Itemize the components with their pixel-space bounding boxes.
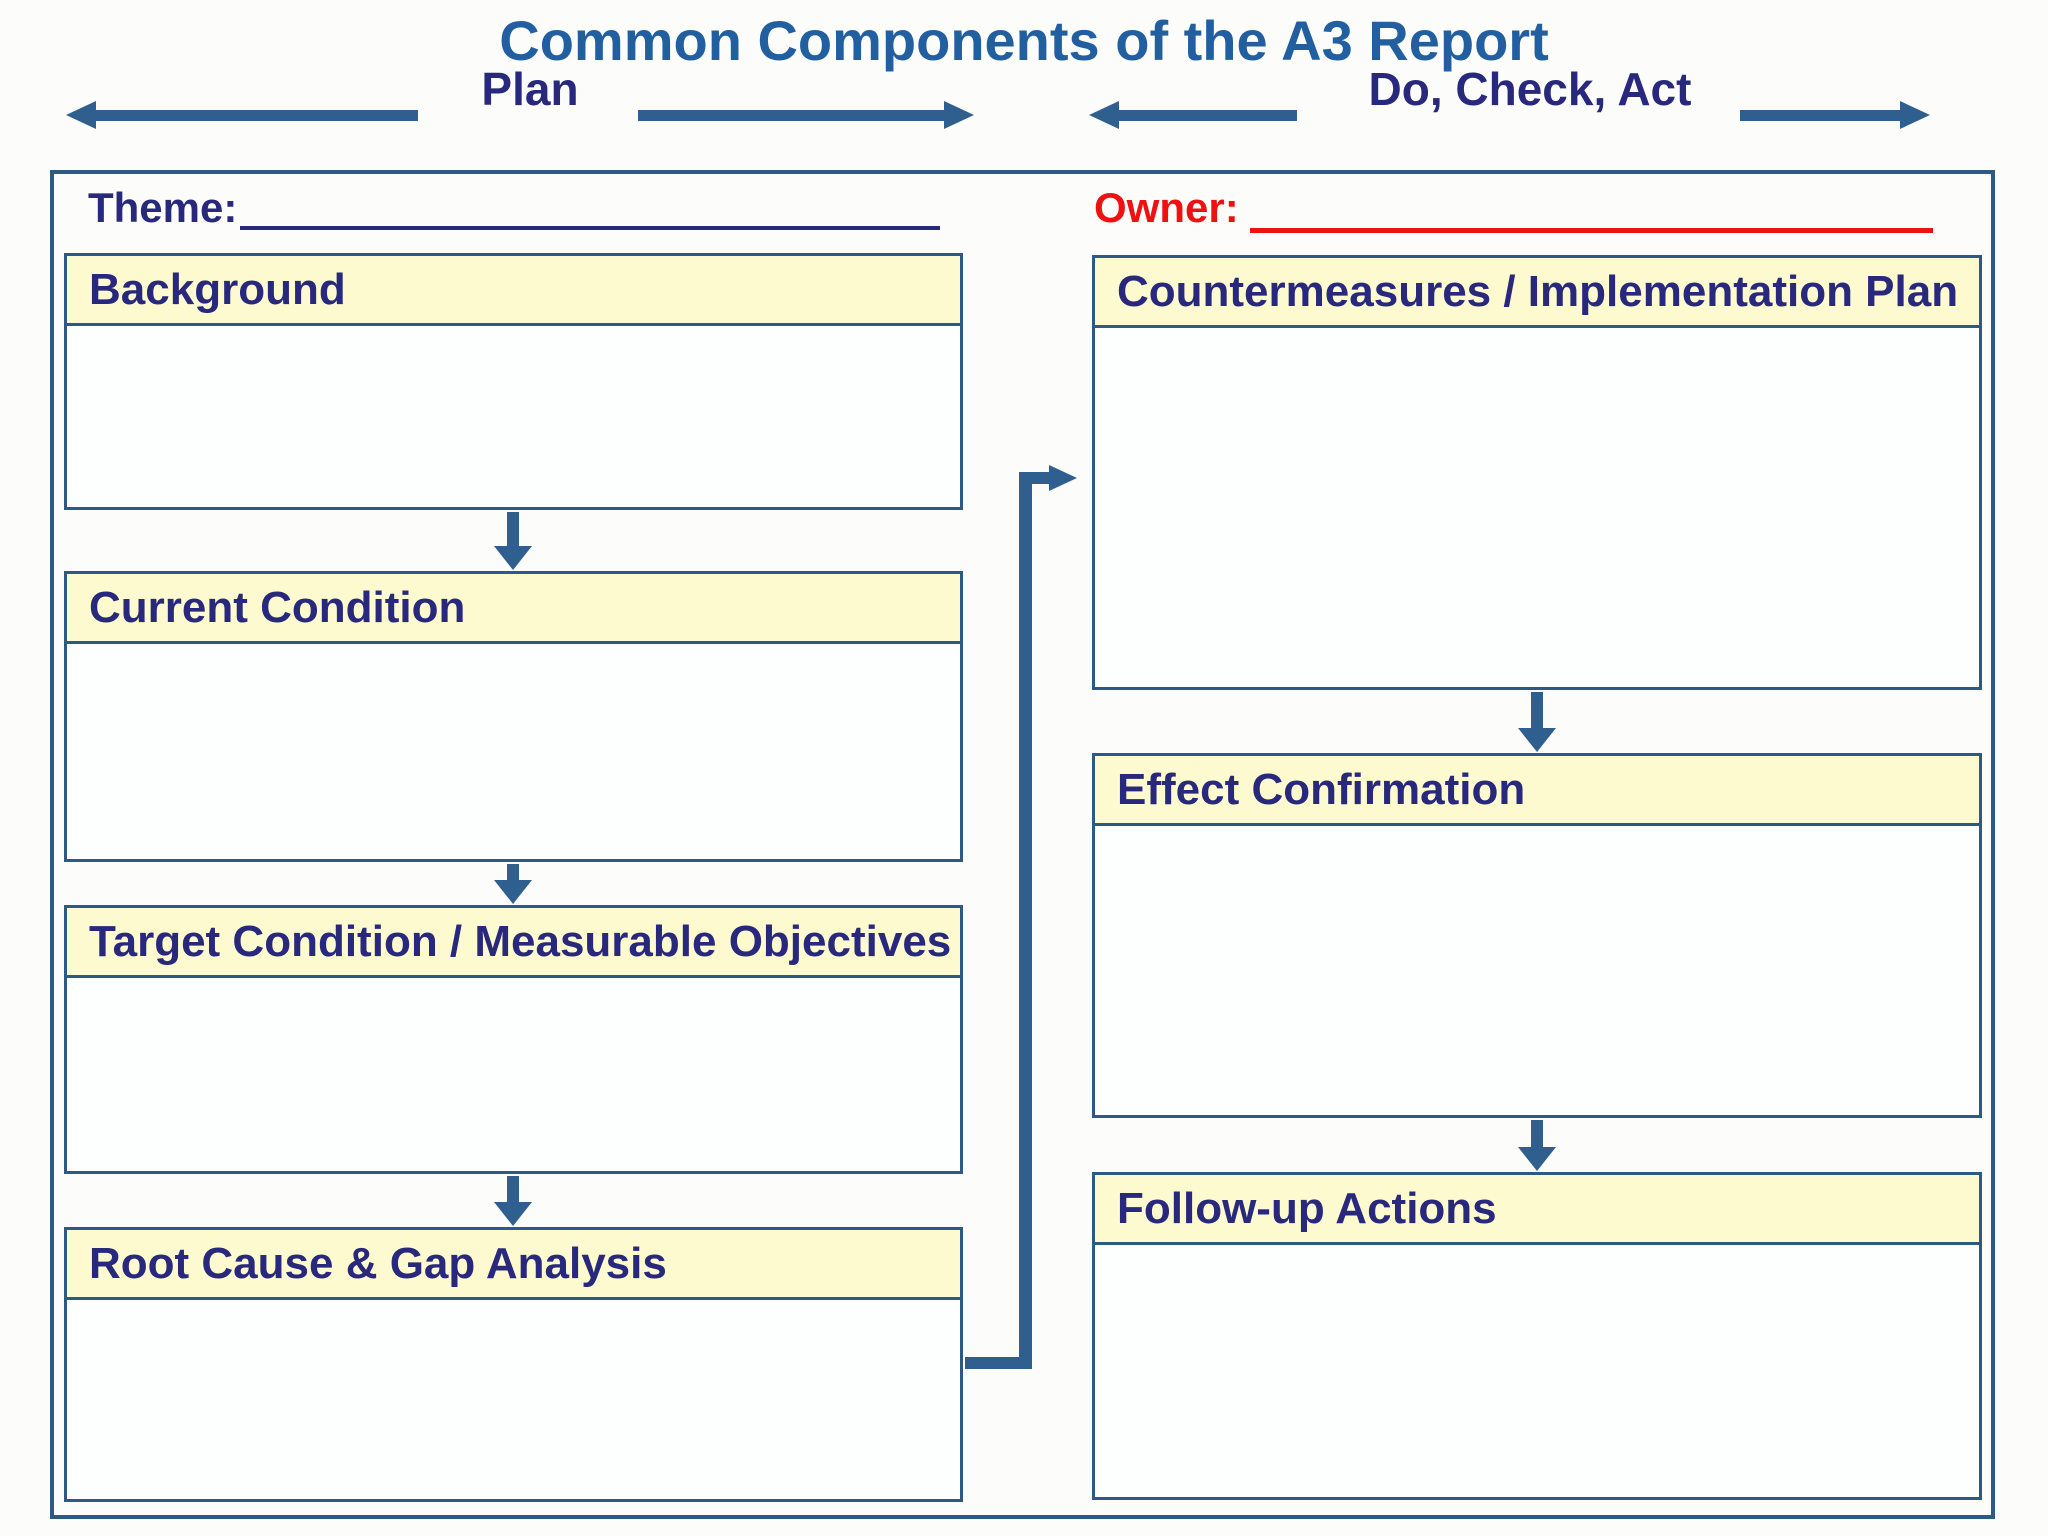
arrow-shaft [1740, 109, 1900, 121]
section-content-area [67, 326, 960, 507]
section-content-area [1095, 1245, 1979, 1497]
section-root-cause-gap-analysis: Root Cause & Gap Analysis [64, 1227, 963, 1502]
connector-segment [1019, 472, 1032, 1369]
owner-blank-line [1250, 228, 1933, 233]
theme-blank-line [240, 226, 940, 230]
arrowhead-down-icon [494, 1202, 532, 1226]
section-content-area [67, 978, 960, 1171]
arrowhead-down-icon [494, 546, 532, 570]
arrow-shaft [638, 109, 944, 121]
do-check-act-arrow-right-icon [1740, 101, 1930, 129]
connector-segment [1019, 472, 1049, 484]
flow-arrow-down-icon [494, 512, 532, 570]
theme-label: Theme: [88, 184, 238, 231]
section-title: Current Condition [67, 574, 960, 644]
section-content-area [1095, 328, 1979, 687]
arrow-shaft [96, 109, 418, 121]
arrow-shaft [507, 512, 519, 546]
report-outer-border [50, 170, 1995, 1519]
arrowhead-right-icon [944, 101, 974, 129]
arrow-shaft [507, 1176, 519, 1202]
arrow-shaft [1119, 109, 1297, 121]
section-background: Background [64, 253, 963, 510]
flow-arrow-down-icon [1518, 692, 1556, 752]
phase-label-plan: Plan [481, 63, 579, 115]
plan-arrow-left-icon [66, 101, 418, 129]
flow-arrow-down-icon [494, 1176, 532, 1226]
flow-arrow-down-icon [1518, 1120, 1556, 1171]
section-title: Follow-up Actions [1095, 1175, 1979, 1245]
do-check-act-arrow-left-icon [1089, 101, 1297, 129]
arrowhead-right-icon [1900, 101, 1930, 129]
section-content-area [67, 644, 960, 859]
section-content-area [1095, 826, 1979, 1115]
section-title: Effect Confirmation [1095, 756, 1979, 826]
arrow-shaft [1531, 692, 1543, 728]
arrow-shaft [1531, 1120, 1543, 1147]
section-follow-up-actions: Follow-up Actions [1092, 1172, 1982, 1500]
arrowhead-down-icon [1518, 728, 1556, 752]
connector-segment [965, 1357, 1032, 1369]
section-content-area [67, 1300, 960, 1499]
plan-arrow-right-icon [638, 101, 974, 129]
arrowhead-down-icon [1518, 1147, 1556, 1171]
section-title: Root Cause & Gap Analysis [67, 1230, 960, 1300]
page-title: Common Components of the A3 Report [499, 9, 1549, 72]
flow-arrow-down-icon [494, 864, 532, 904]
section-title: Background [67, 256, 960, 326]
arrowhead-left-icon [66, 101, 96, 129]
arrow-shaft [507, 864, 519, 880]
arrowhead-right-icon [1049, 465, 1077, 491]
phase-label-do-check-act: Do, Check, Act [1368, 63, 1692, 115]
section-countermeasures: Countermeasures / Implementation Plan [1092, 255, 1982, 690]
section-current-condition: Current Condition [64, 571, 963, 862]
arrowhead-down-icon [494, 880, 532, 904]
arrowhead-left-icon [1089, 101, 1119, 129]
section-effect-confirmation: Effect Confirmation [1092, 753, 1982, 1118]
section-title: Target Condition / Measurable Objectives [67, 908, 960, 978]
section-target-condition: Target Condition / Measurable Objectives [64, 905, 963, 1174]
section-title: Countermeasures / Implementation Plan [1095, 258, 1979, 328]
owner-label: Owner: [1094, 184, 1239, 231]
